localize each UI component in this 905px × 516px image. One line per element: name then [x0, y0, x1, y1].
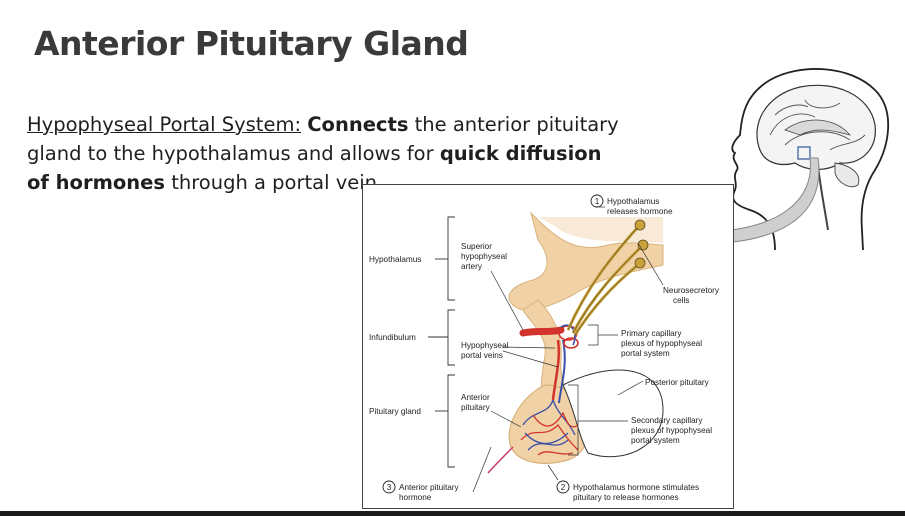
term-label: Hypophyseal Portal System: [27, 113, 302, 136]
svg-text:Hypothalamus releases: Hypothalamus releases hormone [607, 197, 673, 216]
hypothalamus-tissue [508, 211, 664, 311]
axon-outlines [567, 226, 642, 336]
portal-system-diagram: Hypothalamus Infundibulum Pituitary glan… [369, 194, 721, 502]
label-infundibulum: Infundibulum [369, 333, 416, 342]
label-posterior-pituitary: Posterior pituitary [645, 378, 710, 387]
left-brackets [428, 216, 455, 468]
portal-system-figure: Hypothalamus Infundibulum Pituitary glan… [362, 184, 734, 509]
svg-text:Anterior pituitary hor: Anterior pituitary hormone [399, 483, 461, 502]
label-secondary-plexus: Secondary capillary plexus of hypophysea… [631, 416, 714, 445]
hormone-outflow [487, 446, 514, 474]
posterior-pituitary-lobe [562, 369, 664, 458]
step-2-callout: 2 Hypothalamus hormone stimulates pituit… [556, 480, 701, 502]
label-primary-plexus: Primary capillary plexus of hypophyseal … [621, 329, 704, 358]
hypothalamus-shade [538, 217, 663, 243]
superior-hypophyseal-artery [519, 326, 565, 337]
svg-text:1: 1 [595, 197, 600, 206]
step-3-callout: 3 Anterior pituitary hormone [382, 480, 461, 502]
label-neurosecretory-cells: Neurosecretory cells [663, 286, 721, 305]
leader-lines [472, 206, 664, 493]
portal-veins [551, 339, 561, 401]
label-superior-artery: Superior hypophyseal artery [461, 242, 509, 271]
bottom-bar [0, 511, 905, 516]
svg-text:3: 3 [387, 483, 392, 492]
bold-connects: Connects [307, 113, 409, 136]
desc-text-1: the anterior pituitary gland to the hypo… [27, 113, 619, 165]
page-title: Anterior Pituitary Gland [34, 24, 469, 63]
desc-text-2: through a portal vein [165, 171, 378, 194]
svg-text:Hypothalamus hormone stimulate: Hypothalamus hormone stimulates pituitar… [573, 483, 701, 502]
description-paragraph: Hypophyseal Portal System: Connects the … [27, 110, 627, 197]
step-1-callout: 1 Hypothalamus releases hormone [590, 194, 673, 216]
label-portal-veins: Hypophyseal portal veins [461, 341, 511, 360]
svg-text:2: 2 [561, 483, 566, 492]
label-anterior-pituitary: Anterior pituitary [461, 393, 492, 412]
label-hypothalamus: Hypothalamus [369, 255, 421, 264]
bold-quick-diffusion: quick diffusion of hormones [27, 142, 602, 194]
label-pituitary-gland: Pituitary gland [369, 407, 421, 416]
